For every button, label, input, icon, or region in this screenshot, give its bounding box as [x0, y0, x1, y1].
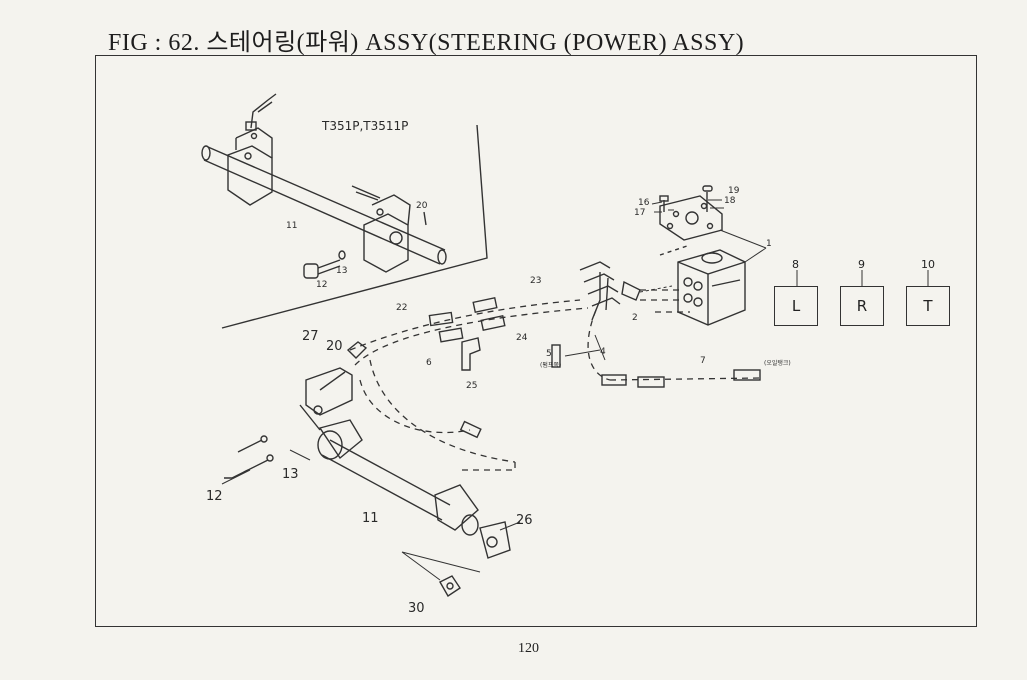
hose-lines — [349, 289, 761, 471]
callout-26: 26 — [516, 513, 533, 528]
callout-16: 16 — [638, 198, 650, 208]
callout-pump-side: (펌프쪽) — [540, 362, 561, 369]
elbow-20 — [346, 341, 368, 359]
valve-hardware — [651, 185, 724, 213]
bracket-27 — [299, 367, 353, 431]
callout-13a: 13 — [336, 266, 347, 276]
port-key-r: R — [840, 286, 884, 326]
adapter-2 — [621, 280, 641, 301]
callout-22: 22 — [396, 303, 407, 313]
callout-23: 23 — [530, 276, 541, 286]
callout-13b: 13 — [282, 467, 299, 482]
callout-1: 1 — [766, 239, 772, 249]
callout-6: 6 — [426, 358, 432, 368]
inset-top-fitting — [245, 93, 277, 131]
callout-27: 27 — [302, 329, 319, 344]
inset-model-label: T351P,T3511P — [321, 119, 408, 133]
inset-side-fitting — [351, 185, 381, 199]
callout-4: 4 — [600, 347, 606, 357]
callout-18: 18 — [724, 196, 736, 206]
inset-boundary — [221, 124, 488, 329]
inset-bolt — [303, 259, 341, 279]
tube-bundle — [579, 261, 621, 321]
callout-12b: 12 — [206, 489, 223, 504]
port-key-t: T — [906, 286, 950, 326]
lower-bolts — [224, 435, 274, 479]
yoke-26 — [479, 521, 511, 559]
inset-pin — [423, 211, 427, 226]
main-column — [317, 419, 479, 536]
callout-19: 19 — [728, 186, 740, 196]
callout-17: 17 — [634, 208, 645, 218]
page-title: FIG : 62. 스테어링(파워) ASSY(STEERING (POWER)… — [108, 30, 745, 56]
callout-20b: 20 — [326, 339, 343, 354]
steering-unit — [659, 195, 767, 326]
callout-30: 30 — [408, 601, 425, 616]
fitting-25 — [461, 337, 481, 371]
inset-column-tube — [201, 127, 447, 273]
callout-11b: 11 — [362, 511, 379, 526]
hose-fittings — [428, 296, 761, 439]
inset-washer — [338, 250, 346, 260]
callout-20a: 20 — [416, 201, 428, 211]
callout-12a: 12 — [316, 280, 327, 290]
callout-2: 2 — [632, 313, 638, 323]
page-number: 120 — [518, 641, 539, 656]
diagram-frame — [95, 55, 977, 627]
nut-30 — [439, 575, 461, 597]
callout-11a: 11 — [286, 221, 297, 231]
callout-25: 25 — [466, 381, 477, 391]
port-key-number-t: 10 — [921, 258, 935, 271]
callout-5: 5 — [546, 349, 552, 359]
callout-7: 7 — [700, 356, 706, 366]
port-key-l: L — [774, 286, 818, 326]
port-key-number-l: 8 — [792, 258, 799, 271]
callout-24: 24 — [516, 333, 528, 343]
port-key-number-r: 9 — [858, 258, 865, 271]
callout-oil-tank: (오일탱크) — [764, 359, 791, 367]
